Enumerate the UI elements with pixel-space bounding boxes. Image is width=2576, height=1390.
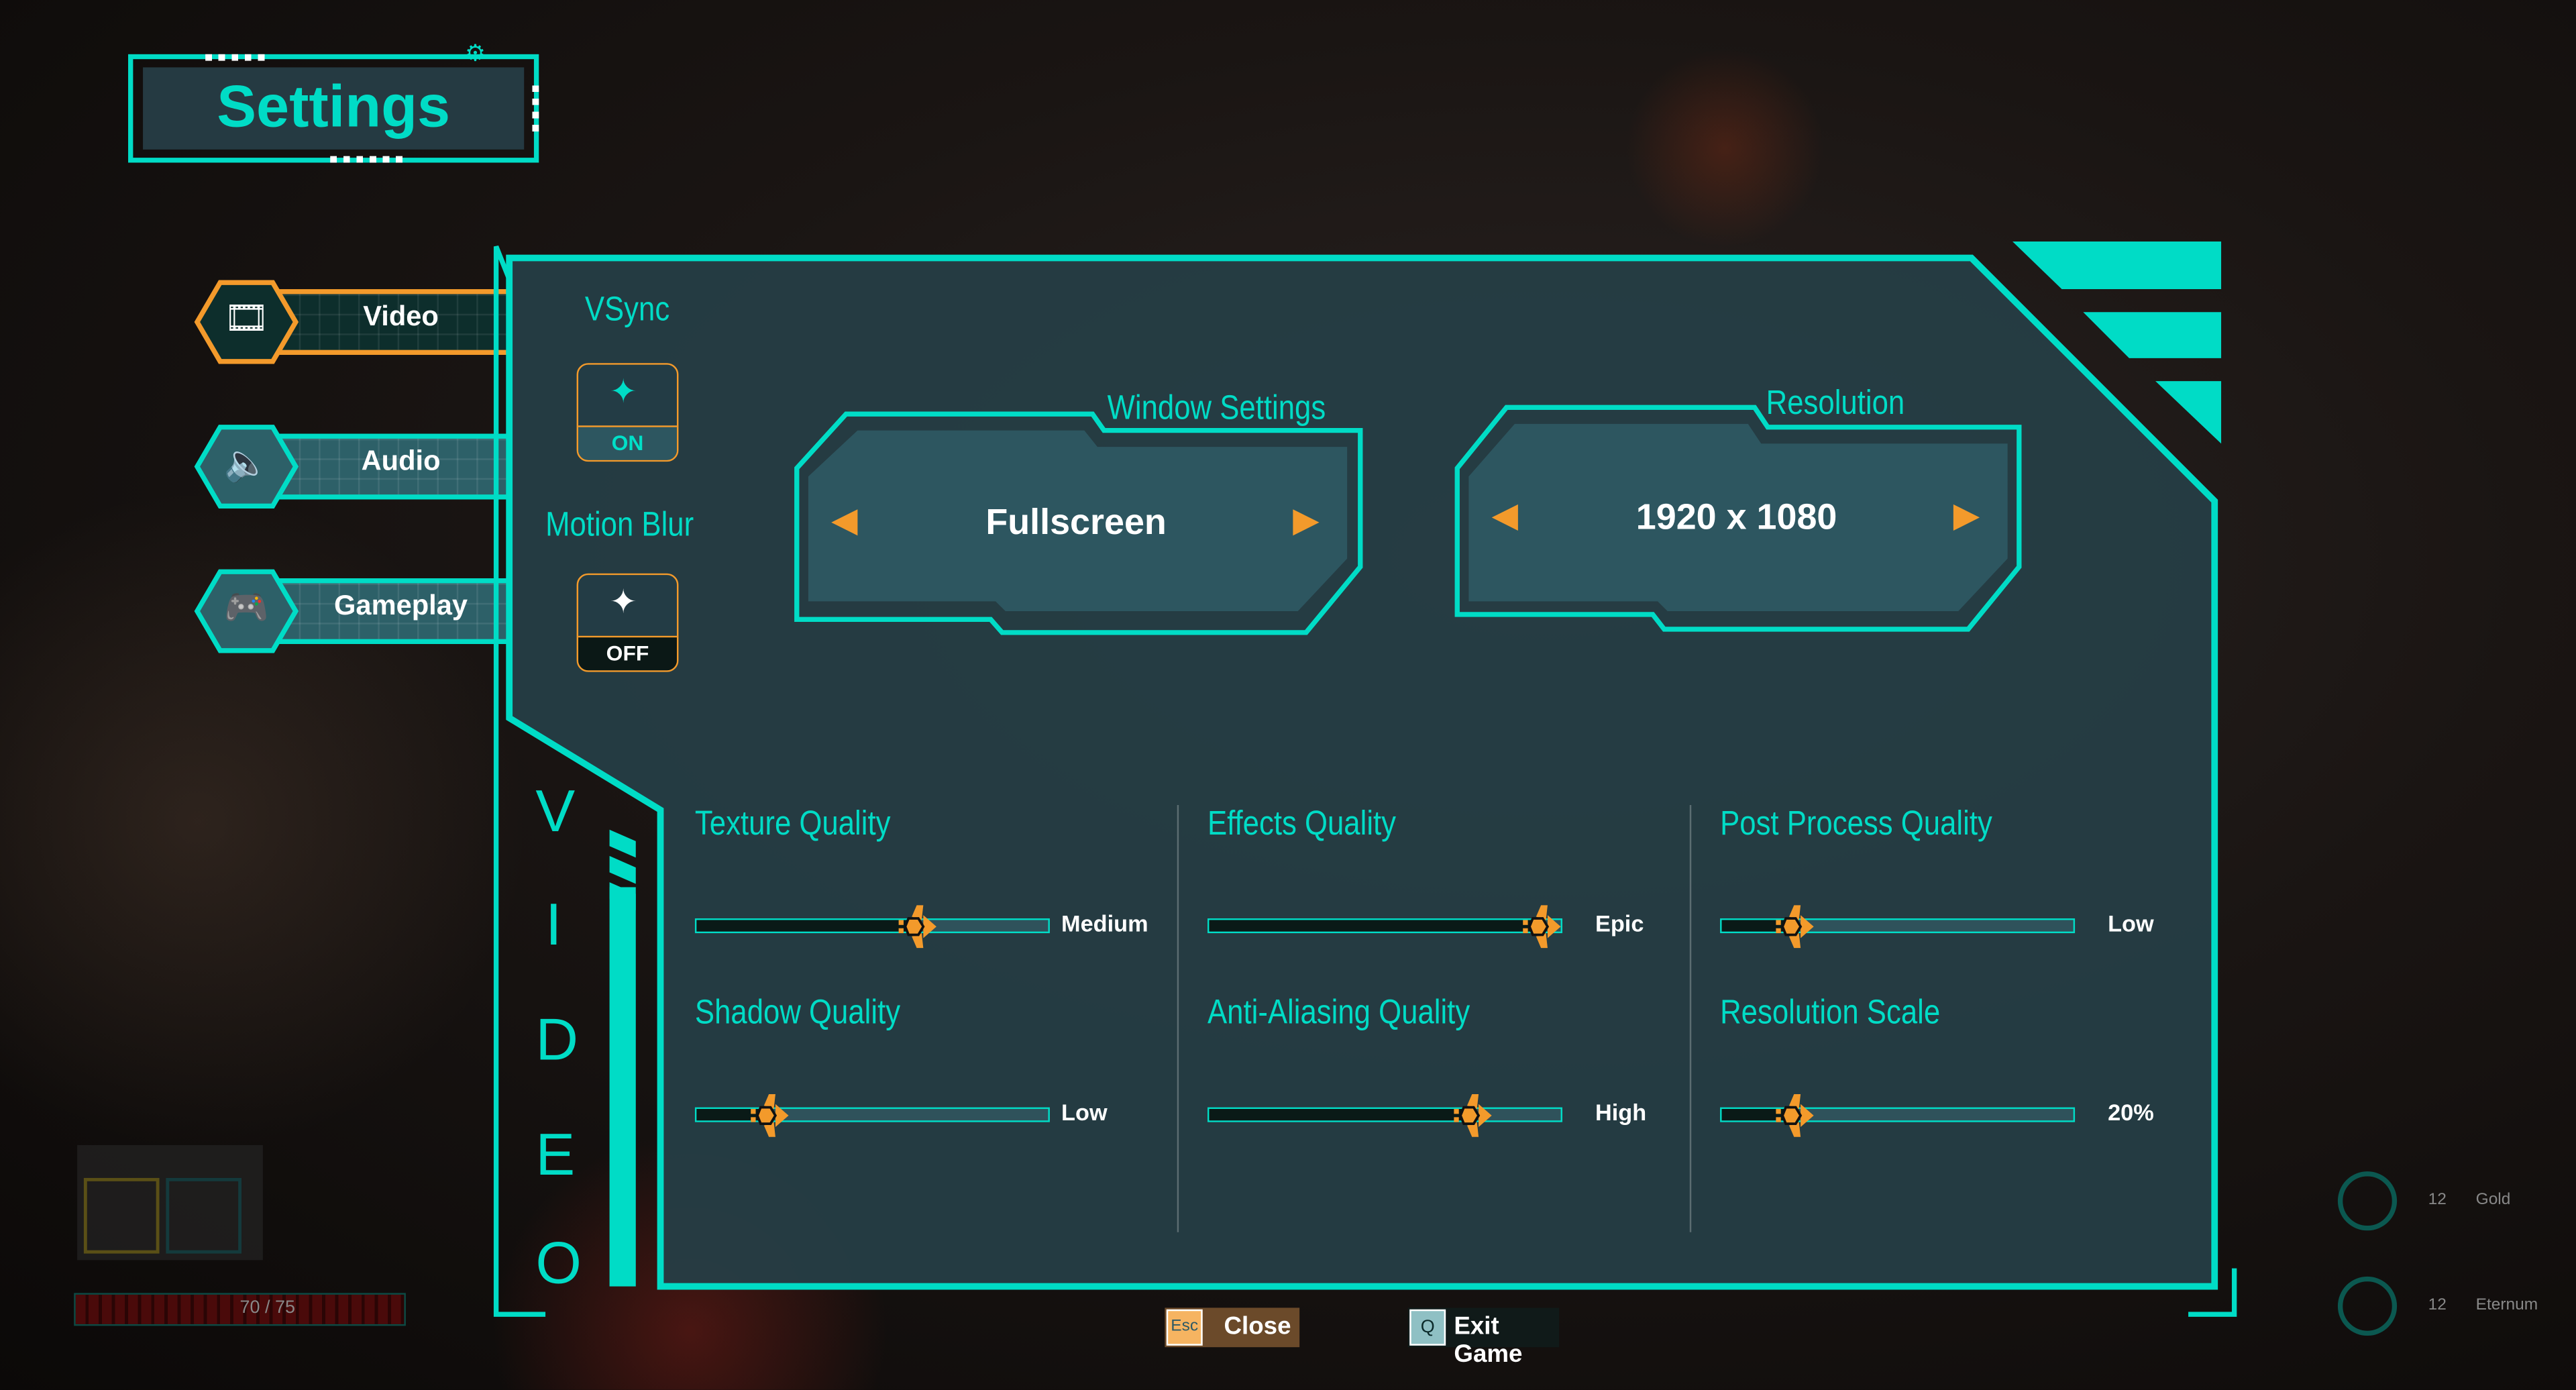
window-settings-label: Window Settings [1107, 389, 1326, 427]
ship-icon: ✦ [609, 584, 637, 621]
effects-quality-slider[interactable] [1208, 905, 1562, 949]
gamepad-icon: 🎮 [223, 586, 269, 628]
nav-tab-label: Gameplay [334, 590, 468, 621]
post-process-quality-value: Low [2108, 910, 2154, 937]
shadow-quality-label: Shadow Quality [694, 994, 901, 1032]
nav-tab-label: Video [363, 301, 439, 332]
resolution-value: 1920 x 1080 [1635, 496, 1837, 537]
slider-knob-icon[interactable] [894, 902, 943, 951]
window-mode-value: Fullscreen [985, 500, 1167, 543]
side-label-letter: E [535, 1120, 576, 1188]
motion-blur-label: Motion Blur [545, 506, 694, 544]
motion-blur-toggle[interactable]: ✦ OFF [576, 573, 679, 672]
side-label-letter: I [545, 890, 562, 958]
eternum-icon [2337, 1276, 2398, 1336]
resolution-next-arrow[interactable] [1953, 504, 1980, 531]
close-button[interactable]: Esc Close [1165, 1307, 1300, 1348]
slider-knob-icon[interactable] [1519, 902, 1568, 951]
resolution-scale-value: 20% [2108, 1099, 2154, 1126]
post-process-quality-label: Post Process Quality [1720, 805, 1992, 843]
close-label: Close [1224, 1312, 1291, 1341]
slider-knob-icon[interactable] [1771, 902, 1820, 951]
video-icon: 🎞 [223, 297, 270, 339]
resolution-prev-arrow[interactable] [1491, 504, 1518, 531]
anti-aliasing-quality-slider[interactable] [1208, 1094, 1562, 1137]
side-label-letter: D [535, 1005, 579, 1073]
nav-tab-audio[interactable]: 🔈 Audio [194, 424, 510, 509]
eternum-count: 12 [2428, 1296, 2447, 1315]
texture-quality-value: Medium [1061, 910, 1148, 937]
nav-tab-video[interactable]: 🎞 Video [194, 279, 510, 364]
shadow-quality-value: Low [1061, 1099, 1108, 1126]
side-label-letter: O [535, 1228, 582, 1297]
eternum-label: Eternum [2475, 1296, 2538, 1315]
resolution-label: Resolution [1766, 384, 1905, 423]
audio-icon: 🔈 [223, 441, 269, 484]
slider-knob-icon[interactable] [1448, 1091, 1497, 1140]
resolution-scale-slider[interactable] [1720, 1094, 2076, 1137]
post-process-quality-slider[interactable] [1720, 905, 2076, 949]
gold-count: 12 [2428, 1191, 2447, 1210]
nav-tab-label: Audio [361, 445, 441, 477]
page-title: Settings [217, 72, 451, 140]
vsync-toggle[interactable]: ✦ ON [576, 363, 679, 462]
gold-label: Gold [2475, 1191, 2511, 1210]
texture-quality-slider[interactable] [694, 905, 1050, 949]
ability-slots [77, 1144, 263, 1261]
slider-knob-icon[interactable] [1771, 1091, 1820, 1140]
anti-aliasing-quality-value: High [1595, 1099, 1647, 1126]
window-next-arrow[interactable] [1293, 509, 1320, 536]
shadow-quality-slider[interactable] [694, 1094, 1050, 1137]
slider-knob-icon[interactable] [746, 1091, 795, 1140]
health-text: 70 / 75 [239, 1297, 295, 1318]
vsync-state: ON [578, 425, 677, 460]
health-bar: 70 / 75 [74, 1293, 406, 1326]
gear-icon[interactable]: ⚙ [465, 39, 486, 66]
ship-icon: ✦ [609, 374, 637, 411]
effects-quality-value: Epic [1595, 910, 1644, 937]
settings-title-frame: Settings [128, 54, 539, 163]
q-key-icon: Q [1409, 1309, 1446, 1346]
nav-tab-gameplay[interactable]: 🎮 Gameplay [194, 568, 510, 653]
effects-quality-label: Effects Quality [1208, 805, 1397, 843]
texture-quality-label: Texture Quality [694, 805, 891, 843]
exit-game-label: Exit Game [1454, 1312, 1523, 1369]
vsync-label: VSync [584, 290, 670, 329]
anti-aliasing-quality-label: Anti-Aliasing Quality [1208, 994, 1470, 1032]
motion-blur-state: OFF [578, 635, 677, 671]
gold-icon [2337, 1171, 2398, 1231]
side-label-letter: V [535, 777, 576, 845]
resolution-scale-label: Resolution Scale [1720, 994, 1941, 1032]
window-prev-arrow[interactable] [831, 509, 858, 536]
exit-game-button[interactable]: Q Exit Game [1407, 1307, 1560, 1369]
esc-key-icon: Esc [1166, 1309, 1203, 1346]
